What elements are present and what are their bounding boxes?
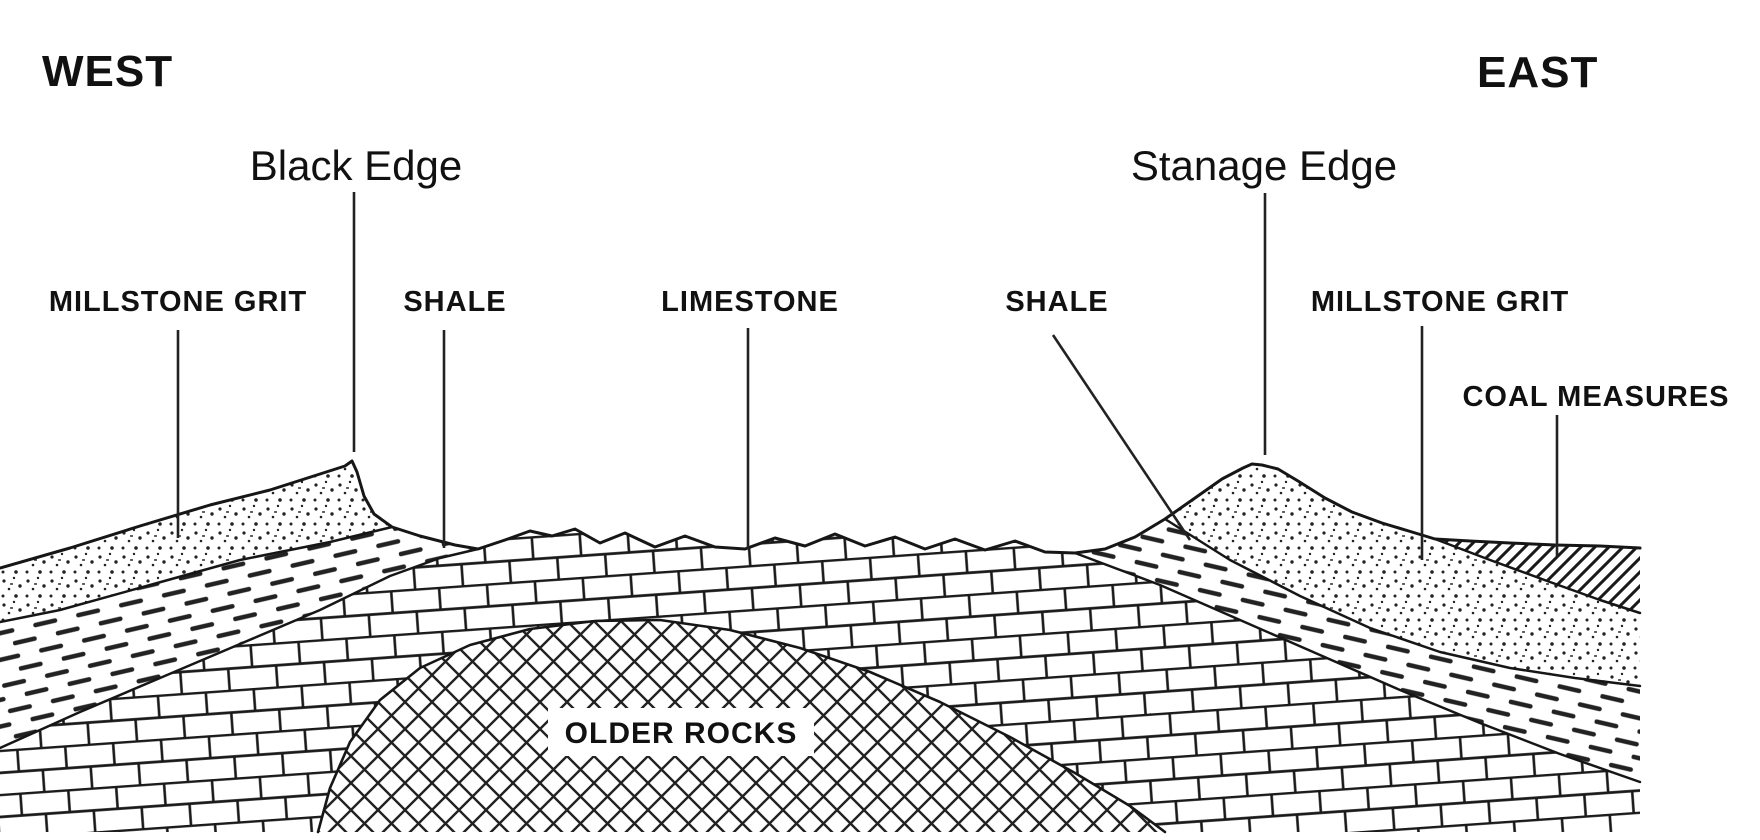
millstone-grit-west-label: MILLSTONE GRIT bbox=[49, 286, 307, 318]
layer-shale-west bbox=[0, 527, 478, 748]
shale-east-label: SHALE bbox=[1005, 286, 1108, 318]
millstone-grit-east-label: MILLSTONE GRIT bbox=[1311, 286, 1569, 318]
shale-limestone-boundary-west bbox=[0, 547, 480, 750]
limestone-label: LIMESTONE bbox=[661, 286, 839, 318]
layer-shale-east bbox=[1075, 519, 1640, 782]
layer-limestone bbox=[0, 529, 1640, 832]
coal-measures-label: COAL MEASURES bbox=[1462, 381, 1729, 413]
grit-shale-boundary-west bbox=[0, 525, 394, 624]
coal-grit-boundary bbox=[1433, 537, 1642, 615]
west-direction-label: WEST bbox=[42, 47, 173, 96]
older-rocks-label: OLDER ROCKS bbox=[565, 717, 798, 750]
strata-outlines bbox=[0, 459, 1642, 834]
strata-layers bbox=[0, 461, 1640, 832]
shale-west-label: SHALE bbox=[403, 286, 506, 318]
layer-millstone-grit-east bbox=[1165, 464, 1640, 686]
diagram-labels: WEST EAST Black Edge Stanage Edge MILLST… bbox=[42, 47, 1729, 756]
east-direction-label: EAST bbox=[1477, 48, 1598, 97]
grit-shale-boundary-east bbox=[1163, 517, 1642, 688]
surface-profile-line bbox=[0, 459, 1642, 570]
older-rocks-boundary bbox=[316, 618, 1167, 834]
black-edge-label: Black Edge bbox=[250, 142, 462, 189]
shale-limestone-boundary-east bbox=[1073, 551, 1642, 784]
older-rocks-label-backplate bbox=[548, 708, 814, 756]
shale-east-leader-line bbox=[1051, 334, 1192, 541]
stanage-edge-label: Stanage Edge bbox=[1131, 142, 1397, 189]
layer-millstone-grit-west bbox=[0, 461, 392, 622]
leader-lines bbox=[176, 192, 1559, 560]
